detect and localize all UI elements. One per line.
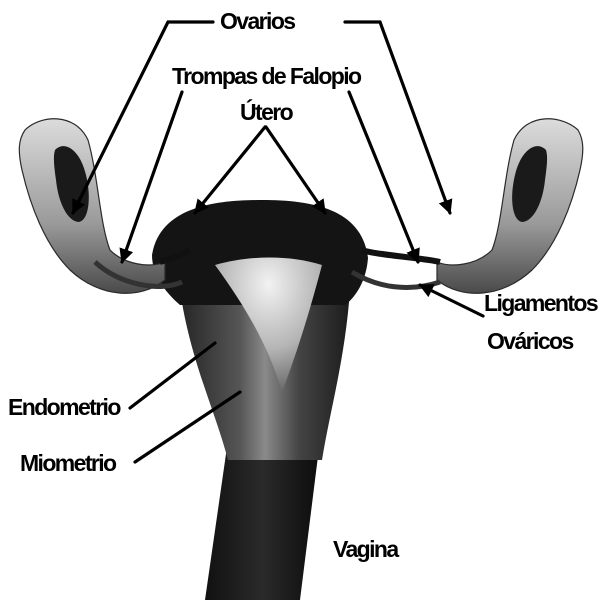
label-ligamentos-line2: Ováricos xyxy=(487,330,573,353)
label-ligamentos-line1: Ligamentos xyxy=(484,292,597,315)
label-ovarios: Ovarios xyxy=(220,10,294,33)
label-utero: Útero xyxy=(240,101,292,124)
label-endometrio: Endometrio xyxy=(8,396,120,419)
label-miometrio: Miometrio xyxy=(20,452,116,475)
label-vagina: Vagina xyxy=(333,538,398,561)
label-trompas: Trompas de Falopio xyxy=(172,65,360,88)
